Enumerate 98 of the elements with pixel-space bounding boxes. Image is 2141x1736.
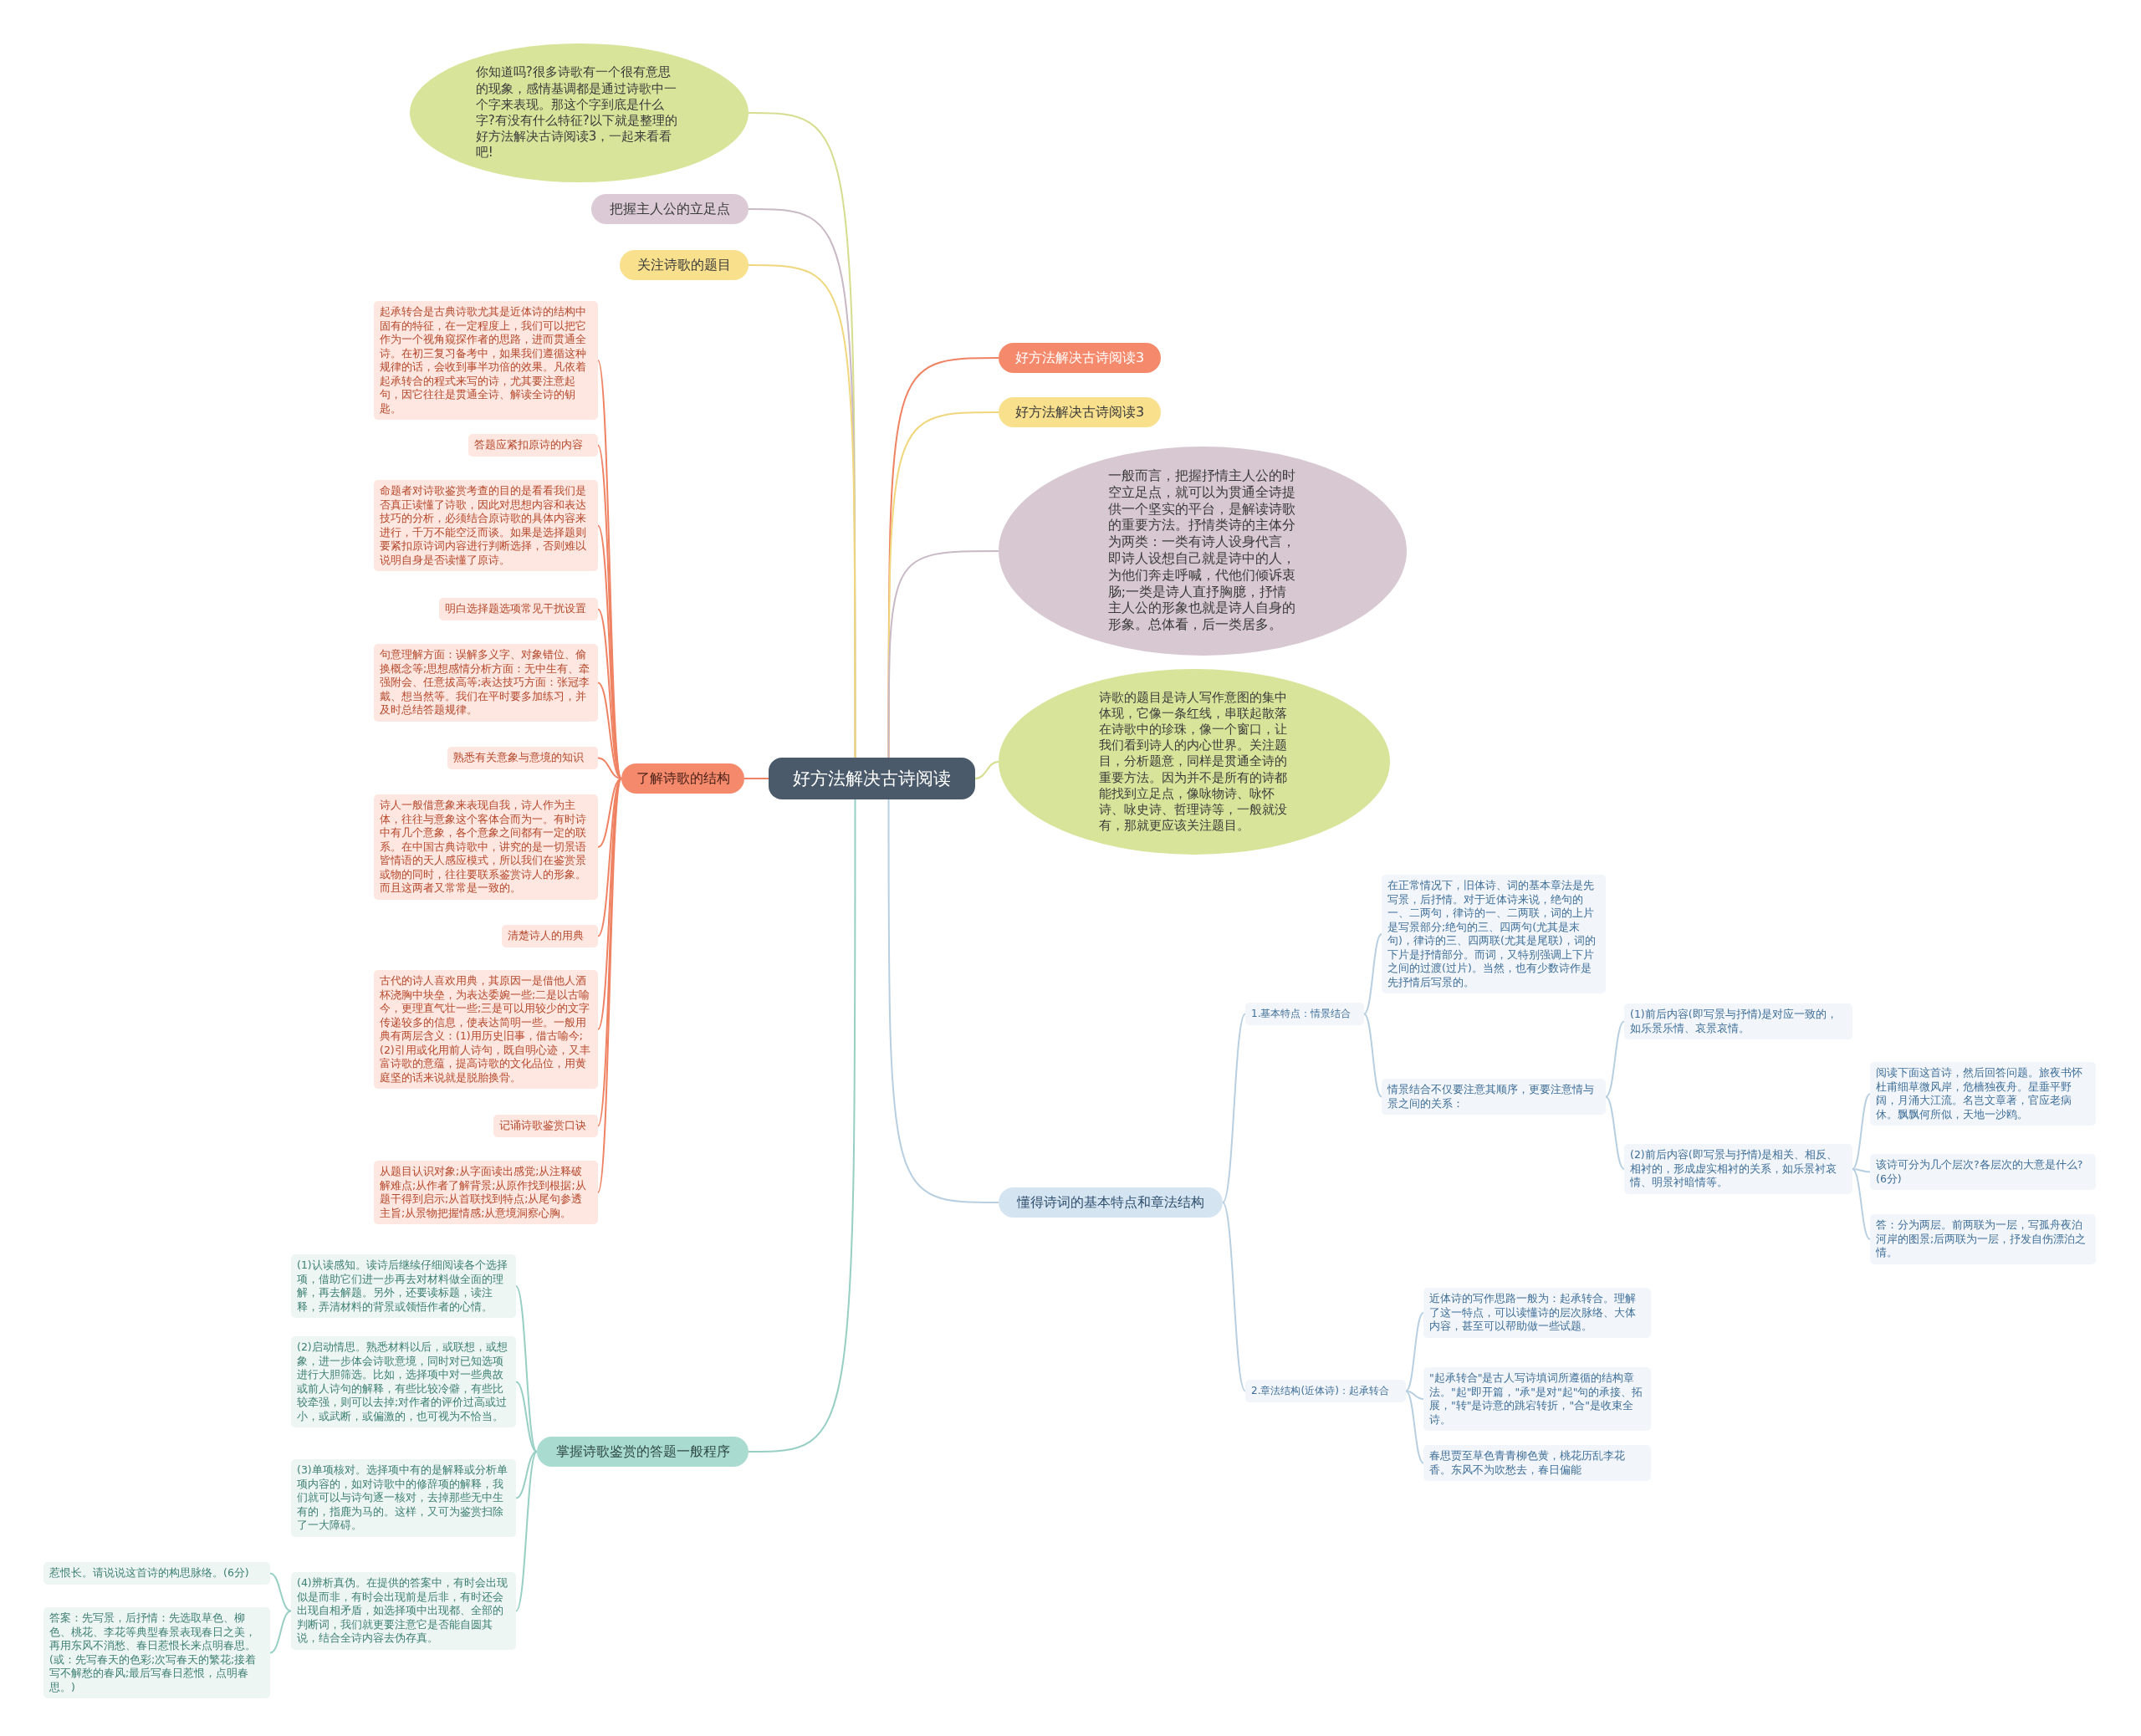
branch-line [515, 1285, 538, 1453]
topic-text: 2.章法结构(近体诗)：起承转合 [1251, 1384, 1390, 1398]
topic-text: "起承转合"是古人写诗填词所遵循的结构章法。"起"即开篇，"承"是对"起"句的承接、拓展，"转"是诗意的跳宕转折，"合"是收束全诗。 [1429, 1371, 1644, 1427]
note-box [502, 925, 598, 947]
branch-line [1363, 1013, 1382, 1098]
branch-line [515, 1381, 538, 1453]
subtopic-box [1245, 1380, 1406, 1402]
branch-line [1222, 1013, 1246, 1203]
branch-line [1222, 1202, 1246, 1392]
topic-text: (2)前后内容(即写景与抒情)是相关、相反、相衬的，形成虚实相衬的关系，如乐景衬哀情、明景衬暗情等。 [1630, 1148, 1839, 1190]
branch-topic [999, 397, 1161, 427]
topic-text: 掌握诗歌鉴赏的答题一般程序 [555, 1442, 730, 1461]
topic-text: 把握主人公的立足点 [610, 200, 730, 218]
note-box [1423, 1288, 1651, 1338]
branch-line [1852, 1093, 1871, 1170]
branch-line [1852, 1168, 1871, 1240]
topic-text: 好方法解决古诗阅读3 [1014, 349, 1145, 367]
branch-line [1405, 1390, 1424, 1400]
note-box [1423, 1367, 1651, 1431]
topic-text: 在正常情况下，旧体诗、词的基本章法是先写景，后抒情。对于近体诗来说，绝句的一、二两句，律诗的一、二两联，词的上片是写景部分;绝句的三、四两句(尤其是末句)，律诗的三、四两联(尤其是尾联)，词的下片是抒情部分。而词，又特别强调上下片之间的过渡(过片)。当然，也有少数诗作是先抒情后写景的。 [1387, 879, 1597, 989]
topic-text: 句意理解方面：误解多义字、对象错位、偷换概念等;思想感情分析方面：无中生有、牵强附会、任意拔高等;表达技巧方面：张冠李戴、想当然等。我们在平时要多加练习，并及时总结答题规律。 [380, 648, 591, 717]
branch-line [887, 799, 999, 1203]
note-box [447, 747, 598, 769]
branch-topic [999, 1187, 1223, 1218]
branch-line [515, 1451, 538, 1499]
topic-text: (4)辨析真伪。在提供的答案中，有时会出现似是而非，有时会出现前是后非，有时还会出现自相矛盾，如选择项中出现都、全部的判断词，我们就更要注意它是否能自圆其说，结合全诗内容去伪存真。 [297, 1576, 508, 1646]
topic-text: 命题者对诗歌鉴赏考查的目的是看看我们是否真正读懂了诗歌，因此对思想内容和表达技巧的分析，必须结合原诗歌的具体内容来进行，千万不能空泛而谈。如果是选择题则要紧扣原诗词内容进行判断选择，否则难以说明自身是否读懂了原诗。 [380, 484, 587, 567]
note-box [468, 434, 598, 457]
topic-text: 好方法解决古诗阅读3 [1014, 403, 1145, 421]
branch-topic [621, 763, 744, 794]
topic-text: 情景结合不仅要注意其顺序，更要注意情与景之间的关系： [1387, 1083, 1595, 1111]
topic-text: (1)前后内容(即写景与抒情)是对应一致的，如乐景乐情、哀景哀情。 [1630, 1008, 1839, 1035]
branch-topic [537, 1437, 749, 1467]
branch-line [1363, 933, 1382, 1015]
branch-line [748, 799, 856, 1453]
note-box [493, 1115, 598, 1137]
central-topic [769, 758, 975, 799]
topic-text: 古代的诗人喜欢用典，其原因一是借他人酒杯浇胸中块垒，为表达委婉一些;二是以古喻今，更理直气壮一些;三是可以用较少的文字传递较多的信息，使表达简明一些。一般用典有两层含义：(1)用历史旧事，借古喻今;(2)引用或化用前人诗句，既自明心迹，又丰富诗歌的意蕴，提高诗歌的文化品位，用黄庭坚的话来说就是脱胎换骨。 [380, 974, 591, 1085]
branch-line [887, 550, 999, 758]
note-box [43, 1607, 270, 1698]
topic-text: 从题目认识对象;从字面读出感觉;从注释破解难点;从作者了解背景;从原作找到根据;从题干得到启示;从首联找到特点;从尾句参透主旨;从景物把握情感;从意境洞察心胸。 [380, 1165, 587, 1220]
note-box [374, 480, 598, 571]
branch-topic [999, 343, 1161, 373]
note-box [1624, 1144, 1852, 1194]
note-box [439, 598, 598, 620]
branch-line [974, 761, 999, 779]
topic-text: 诗歌的题目是诗人写作意图的集中体现，它像一条红线，串联起散落在诗歌中的珍珠，像一个窗口，让我们看到诗人的内心世界。关注题目，分析题意，同样是贯通全诗的重要方法。因为并不是所有的诗都能找到立足点，像咏物诗、咏怀诗、咏史诗、哲理诗等，一般就没有，那就更应该关注题目。 [1099, 689, 1288, 835]
branch-topic [591, 194, 749, 224]
note-box [1870, 1214, 2096, 1264]
branch-line [269, 1610, 292, 1654]
note-box [291, 1254, 516, 1318]
branch-line [1605, 1020, 1625, 1098]
topic-text: 答：分为两层。前两联为一层，写孤舟夜泊河岸的图景;后两联为一层，抒发自伤漂泊之情。 [1876, 1218, 2087, 1260]
topic-text: 惹恨长。请说说这首诗的构思脉络。(6分) [49, 1566, 250, 1580]
topic-text: 记诵诗歌鉴赏口诀 [499, 1119, 587, 1133]
topic-text: 了解诗歌的结构 [636, 769, 730, 788]
topic-text: (3)单项核对。选择项中有的是解释或分析单项内容的，如对诗歌中的修辞项的解释，我们就可以与诗句逐一核对，去掉那些无中生有的，指鹿为马的。这样，又可为鉴赏扫除了一大障碍。 [297, 1463, 508, 1533]
branch-line [597, 757, 622, 779]
topic-text: 关注诗歌的题目 [637, 256, 731, 274]
branch-line [597, 682, 622, 779]
note-box [1624, 1003, 1852, 1039]
note-box [1382, 1079, 1606, 1115]
topic-text: (1)认读感知。读诗后继续仔细阅读各个选择项，借助它们进一步再去对材料做全面的理解，再去解题。另外，还要读标题，读注释，弄清材料的背景或领悟作者的心情。 [297, 1259, 508, 1314]
note-box [291, 1572, 516, 1650]
note-box [1423, 1445, 1651, 1481]
topic-text: 该诗可分为几个层次?各层次的大意是什么?(6分) [1876, 1158, 2084, 1186]
topic-text: 答案：先写景，后抒情：先选取草色、柳色、桃花、李花等典型春景表现春日之美，再用东风不消愁、春日惹恨长来点明春思。(或：先写春天的色彩;次写春天的繁花;接着写不解愁的春风;最后写春日惹恨，点明春思。) [49, 1611, 258, 1694]
branch-line [269, 1572, 292, 1612]
note-box [374, 644, 598, 722]
topic-text: 好方法解决古诗阅读 [793, 768, 951, 790]
topic-text: (2)启动情思。熟悉材料以后，或联想，或想象，进一步体会诗歌意境，同时对已知选项进行大胆筛选。比如，选择项中对一些典故或前人诗句的解释，有些比较冷僻，有些比较牵强，则可以去掉;对作者的评价过高或过小，或武断，或偏激的，也可视为不恰当。 [297, 1340, 508, 1423]
topic-text: 明白选择题选项常见干扰设置 [445, 602, 587, 616]
topic-text: 春思贾至草色青青柳色黄，桃花历乱李花香。东风不为吹愁去，春日偏能 [1429, 1449, 1626, 1477]
topic-text: 熟悉有关意象与意境的知识 [453, 751, 585, 765]
note-box [291, 1459, 516, 1537]
topic-text: 1.基本特点：情景结合 [1251, 1007, 1352, 1021]
branch-line [1852, 1168, 1871, 1173]
note-box [1870, 1154, 2096, 1190]
branch-line [597, 778, 622, 848]
branch-topic [620, 250, 749, 280]
topic-text: 阅读下面这首诗，然后回答问题。旅夜书怀杜甫细草微风岸，危樯独夜舟。星垂平野阔，月涌大江流。名岂文章著，官应老病休。飘飘何所似，天地一沙鸥。 [1876, 1066, 2083, 1121]
branch-line [743, 778, 769, 779]
topic-text: 诗人一般借意象来表现自我，诗人作为主体，往往与意象这个客体合而为一。有时诗中有几个意象，各个意象之间都有一定的联系。在中国古典诗歌中，讲究的是一切景语皆情语的天人感应模式，所以我们在鉴赏景或物的同时，往往要联系鉴赏诗人的形象。而且这两者又常常是一致的。 [380, 799, 587, 896]
note-box [374, 1161, 598, 1224]
topic-text: 起承转合是古典诗歌尤其是近体诗的结构中固有的特征，在一定程度上，我们可以把它作为一个视角窥探作者的思路，进而贯通全诗。在初三复习备考中，如果我们遵循这种规律的话，会收到事半功倍的效果。凡依着起承转合的程式来写的诗，尤其要注意起句，因它往往是贯通全诗、解读全诗的钥匙。 [380, 305, 587, 416]
note-box [1870, 1062, 2096, 1126]
branch-line [1405, 1390, 1424, 1464]
note-box [43, 1562, 270, 1585]
topic-text: 一般而言，把握抒情主人公的时空立足点，就可以为贯通全诗提供一个坚实的平台，是解读诗歌的重要方法。抒情类诗的主体分为两类：一类有诗人设身代言，即诗人设想自己就是诗中的人，为他们奔走呼喊，代他们倾诉衷肠;一类是诗人直抒胸臆，抒情主人公的形象也就是诗人自身的形象。总体看，后一类居多。 [1107, 467, 1296, 635]
topic-text: 近体诗的写作思路一般为：起承转合。理解了这一特点，可以读懂诗的层次脉络、大体内容，甚至可以帮助做一些试题。 [1429, 1292, 1637, 1334]
topic-text: 清楚诗人的用典 [508, 929, 585, 943]
topic-text: 答题应紧扣原诗的内容 [474, 438, 584, 452]
branch-line [515, 1451, 538, 1612]
topic-text: 你知道吗?很多诗歌有一个很有意思的现象，感情基调都是通过诗歌中一个字来表现。那这个字到底是什么字?有没有什么特征?以下就是整理的好方法解决古诗阅读3，一起来看看吧! [475, 64, 678, 161]
branch-line [1405, 1312, 1424, 1392]
subtopic-box [1245, 1003, 1364, 1025]
topic-text: 懂得诗词的基本特点和章法结构 [1017, 1193, 1204, 1212]
branch-line [1605, 1095, 1625, 1170]
